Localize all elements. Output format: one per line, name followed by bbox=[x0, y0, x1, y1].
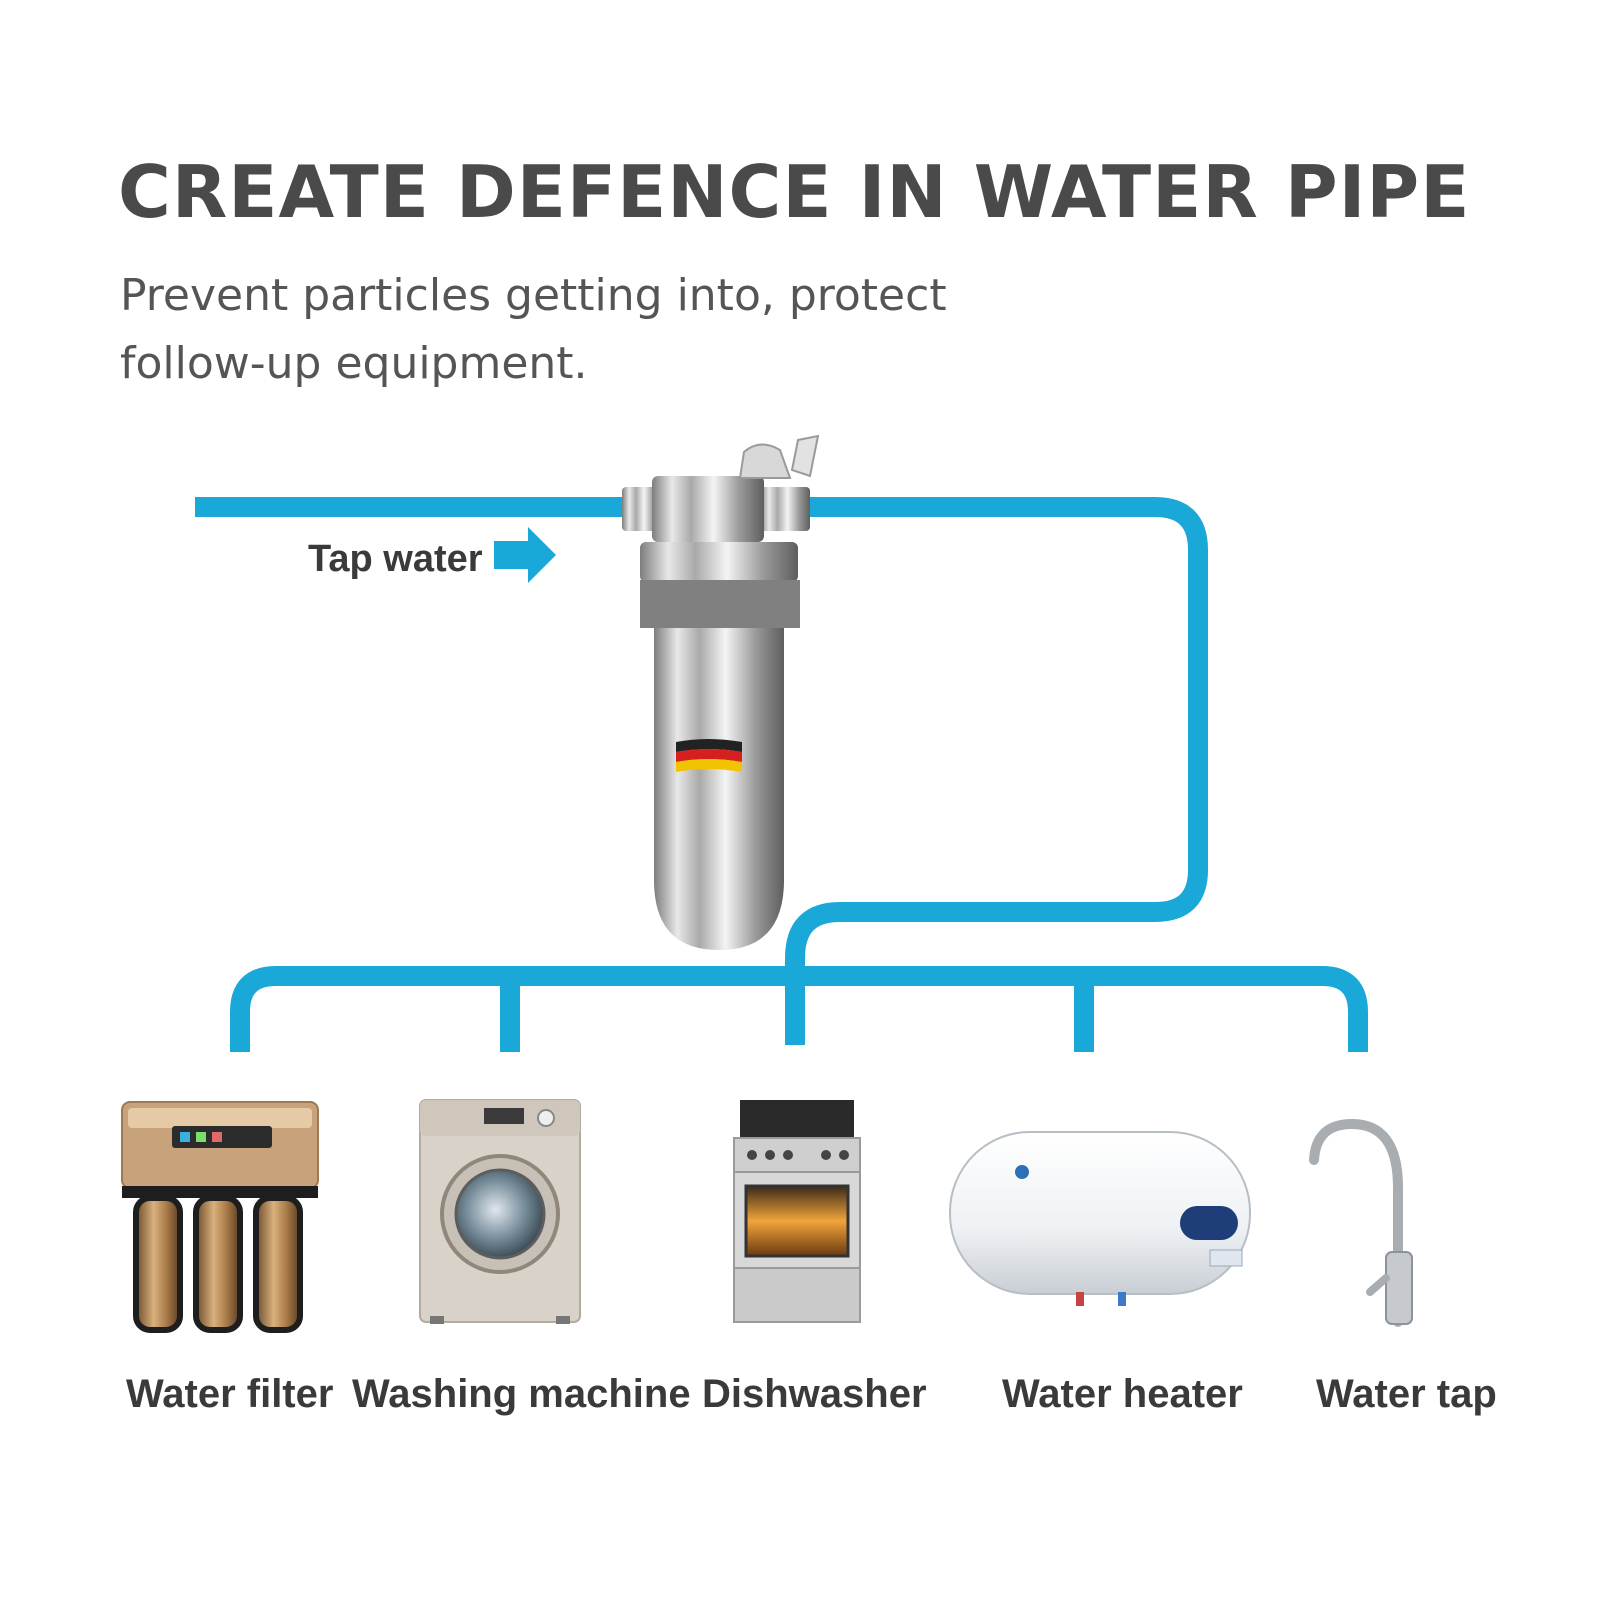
water-filter-icon bbox=[121, 1101, 319, 1333]
subheadline-line-1: Prevent particles getting into, protect bbox=[120, 270, 947, 321]
water-heater-label: Water heater bbox=[1002, 1372, 1243, 1416]
water-heater-icon bbox=[949, 1131, 1251, 1306]
outlet-pipe bbox=[785, 497, 1208, 1045]
water-tap-icon bbox=[1309, 1118, 1413, 1327]
pre-filter-icon bbox=[622, 434, 820, 950]
pipe-network bbox=[195, 497, 1368, 1052]
tap-water-label: Tap water bbox=[308, 538, 483, 580]
water-filter-label: Water filter bbox=[126, 1372, 334, 1416]
washing-machine-icon bbox=[419, 1099, 581, 1324]
dishwasher-label: Dishwasher bbox=[702, 1372, 927, 1416]
headline: CREATE DEFENCE IN WATER PIPE bbox=[118, 150, 1471, 234]
dishwasher-icon bbox=[733, 1100, 861, 1323]
water-tap-label: Water tap bbox=[1316, 1372, 1497, 1416]
washing-machine-label: Washing machine bbox=[352, 1372, 691, 1416]
flow-arrow-icon bbox=[494, 527, 556, 583]
subheadline-line-2: follow-up equipment. bbox=[120, 338, 588, 389]
distribution-pipe bbox=[230, 966, 1368, 1052]
